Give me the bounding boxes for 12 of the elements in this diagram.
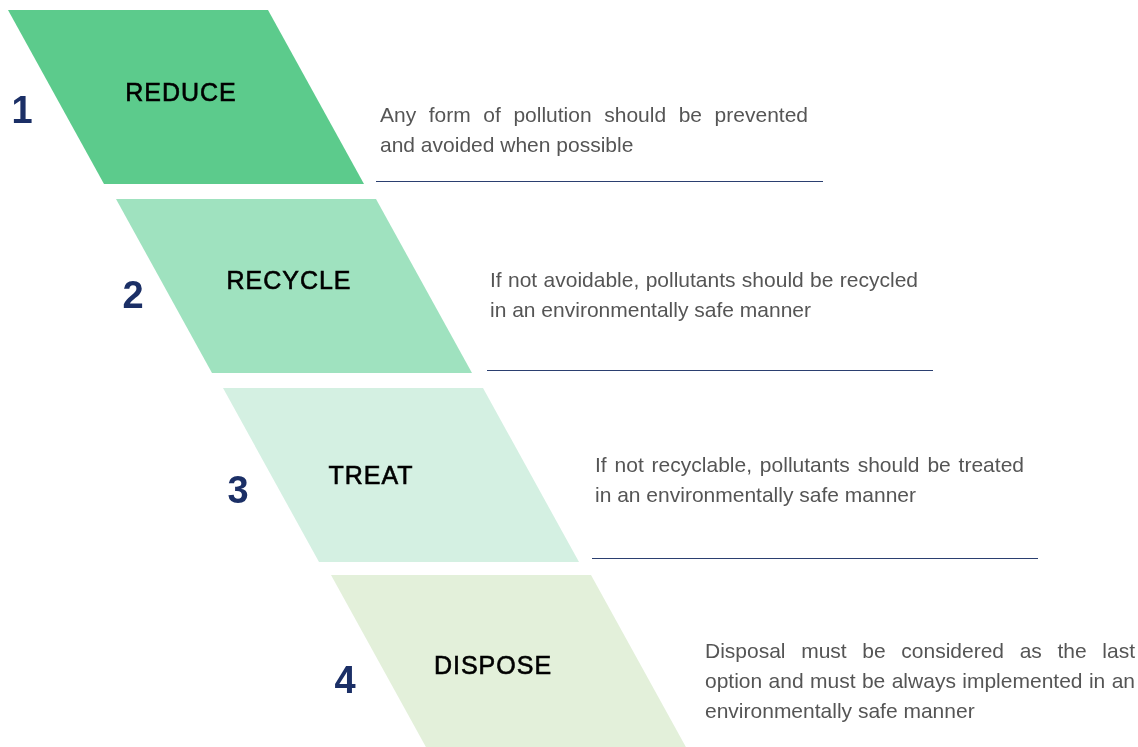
description-text: If not recyclable, pollutants should be treated in an environmentally safe manner [595,452,1024,508]
step-number: 2 [122,273,144,317]
step-label: DISPOSE [433,650,553,680]
description-text: If not avoidable, pollutants should be recycled in an environmentally safe manner [490,267,918,323]
step-number: 1 [11,88,33,132]
step-label: TREAT [328,460,414,490]
step-number: 4 [334,658,356,702]
step-number: 3 [227,468,249,512]
description-text: Any form of pollution should be prevented and avoided when possible [380,102,808,158]
description-text: Disposal must be considered as the last option and must be always implemented in an environmentally safe manner [705,638,1135,724]
step-label: RECYCLE [226,265,352,295]
step-label: REDUCE [125,77,237,107]
